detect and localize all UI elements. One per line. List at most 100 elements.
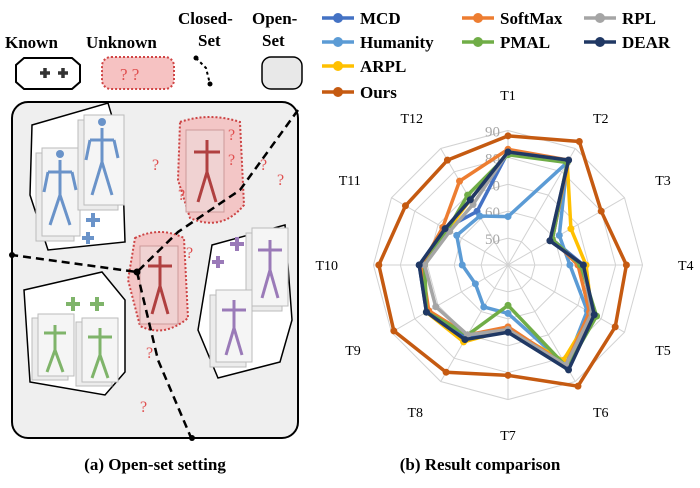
radar-point-ours [504,132,512,140]
legend-swatch-marker [333,87,343,97]
radar-point-ours [375,261,383,269]
legend-unknown-box [101,56,175,90]
radar-tick-label: 50 [485,232,500,248]
radar-point-dear [579,261,587,269]
legend-label: Ours [360,83,397,102]
skeleton-purple-2 [209,289,253,368]
plus-icon-green [66,297,104,311]
radar-point-humanity [504,309,512,317]
radar-point-dear [504,148,512,156]
radar-point-ours [575,137,583,145]
closed-set-boundary [11,109,300,274]
legend-label: RPL [622,9,656,28]
radar-point-dear [546,237,554,245]
radar-point-humanity [566,261,574,269]
legend-label: DEAR [622,33,671,52]
legend-label: MCD [360,9,401,28]
legend-swatch-marker [473,13,483,23]
skeleton-green-1 [31,313,75,381]
legend-item-humanity: Humanity [322,33,434,52]
radar-point-dear [565,156,573,164]
skeleton-red-1 [185,129,225,213]
svg-text:?: ? [152,157,159,174]
closed-set-boundary [135,271,194,441]
radar-tick-label: 90 [485,124,500,140]
radar-axis-label-t4: T4 [678,259,694,274]
radar-point-humanity [480,303,488,311]
left-caption: (a) Open-set setting [84,455,226,474]
radar-spoke [507,264,625,333]
radar-axis-label-t12: T12 [400,112,423,127]
open-set-illustration: ??? ??? ??? (a) Open-set setting [9,101,300,474]
radar-axis-label-t3: T3 [655,174,671,189]
radar-point-ours [574,382,582,390]
radar-point-humanity [555,231,563,239]
legend-swatch-marker [473,37,483,47]
radar-axis-label-t7: T7 [500,429,516,444]
radar-point-dear [466,196,474,204]
radar-point-ours [597,207,605,215]
radar-point-humanity [458,261,466,269]
legend-item-softmax: SoftMax [462,9,563,28]
radar-point-pmal [504,301,512,309]
radar-spoke [391,264,509,333]
radar-point-rpl [432,303,440,311]
svg-text:?: ? [277,172,284,189]
radar-axis-label-t5: T5 [655,344,671,359]
unknown-question-marks: ??? ??? ??? [140,127,284,416]
legend-dot-icon [207,81,213,87]
radar-point-rpl [421,261,429,269]
radar-point-ours [401,202,409,210]
legend-label: PMAL [500,33,550,52]
legend-swatch-marker [595,13,605,23]
svg-text:?: ? [186,245,193,262]
legend-plus-icon [40,68,68,78]
legend-question-icon: ? ? [120,65,139,84]
radar-point-ours [622,261,630,269]
legend-dot-icon [193,55,199,61]
radar-spoke [507,197,625,266]
boundary-end-dot [189,435,195,441]
legend-swatch-marker [595,37,605,47]
svg-text:?: ? [146,345,153,362]
radar-point-dear [415,261,423,269]
radar-legend: MCD SoftMax RPL Humanity PMAL DEAR ARPL Ours [322,9,671,102]
legend-closed-label-1: Closed- [178,9,233,28]
legend-item-mcd: MCD [322,9,401,28]
plus-icon-blue [82,213,100,244]
legend-open-box [261,56,303,90]
legend-item-pmal: PMAL [462,33,550,52]
radar-point-softmax [456,177,464,185]
skeleton-blue-2 [77,114,125,211]
legend-label: SoftMax [500,9,563,28]
radar-axis-label-t1: T1 [500,89,516,104]
skeleton-purple-1 [245,227,289,312]
legend-item-arpl: ARPL [322,57,406,76]
legend-open-label-1: Open- [252,9,298,28]
radar-point-dear [441,225,449,233]
boundary-junction-dot [133,268,141,276]
legend-item-rpl: RPL [584,9,656,28]
radar-axis-label-t6: T6 [593,406,609,421]
skeleton-blue-1 [35,147,81,242]
radar-series [375,132,630,390]
radar-point-humanity [504,213,512,221]
radar-point-dear [461,336,469,344]
radar-spoke [440,264,509,382]
radar-tick-label: 60 [485,205,500,221]
radar-point-ours [611,323,619,331]
legend-swatch-marker [333,37,343,47]
radar-axis-label-t11: T11 [339,174,361,189]
svg-text:?: ? [228,127,235,144]
radar-point-arpl [567,225,575,233]
radar-point-dear [422,308,430,316]
legend-item-dear: DEAR [584,33,671,52]
legend-label: ARPL [360,57,406,76]
legend-item-ours: Ours [322,83,397,102]
legend-label: Humanity [360,33,434,52]
radar-grid [372,129,644,401]
legend-unknown-label: Unknown [86,33,157,52]
radar-axis-label-t2: T2 [593,112,609,127]
